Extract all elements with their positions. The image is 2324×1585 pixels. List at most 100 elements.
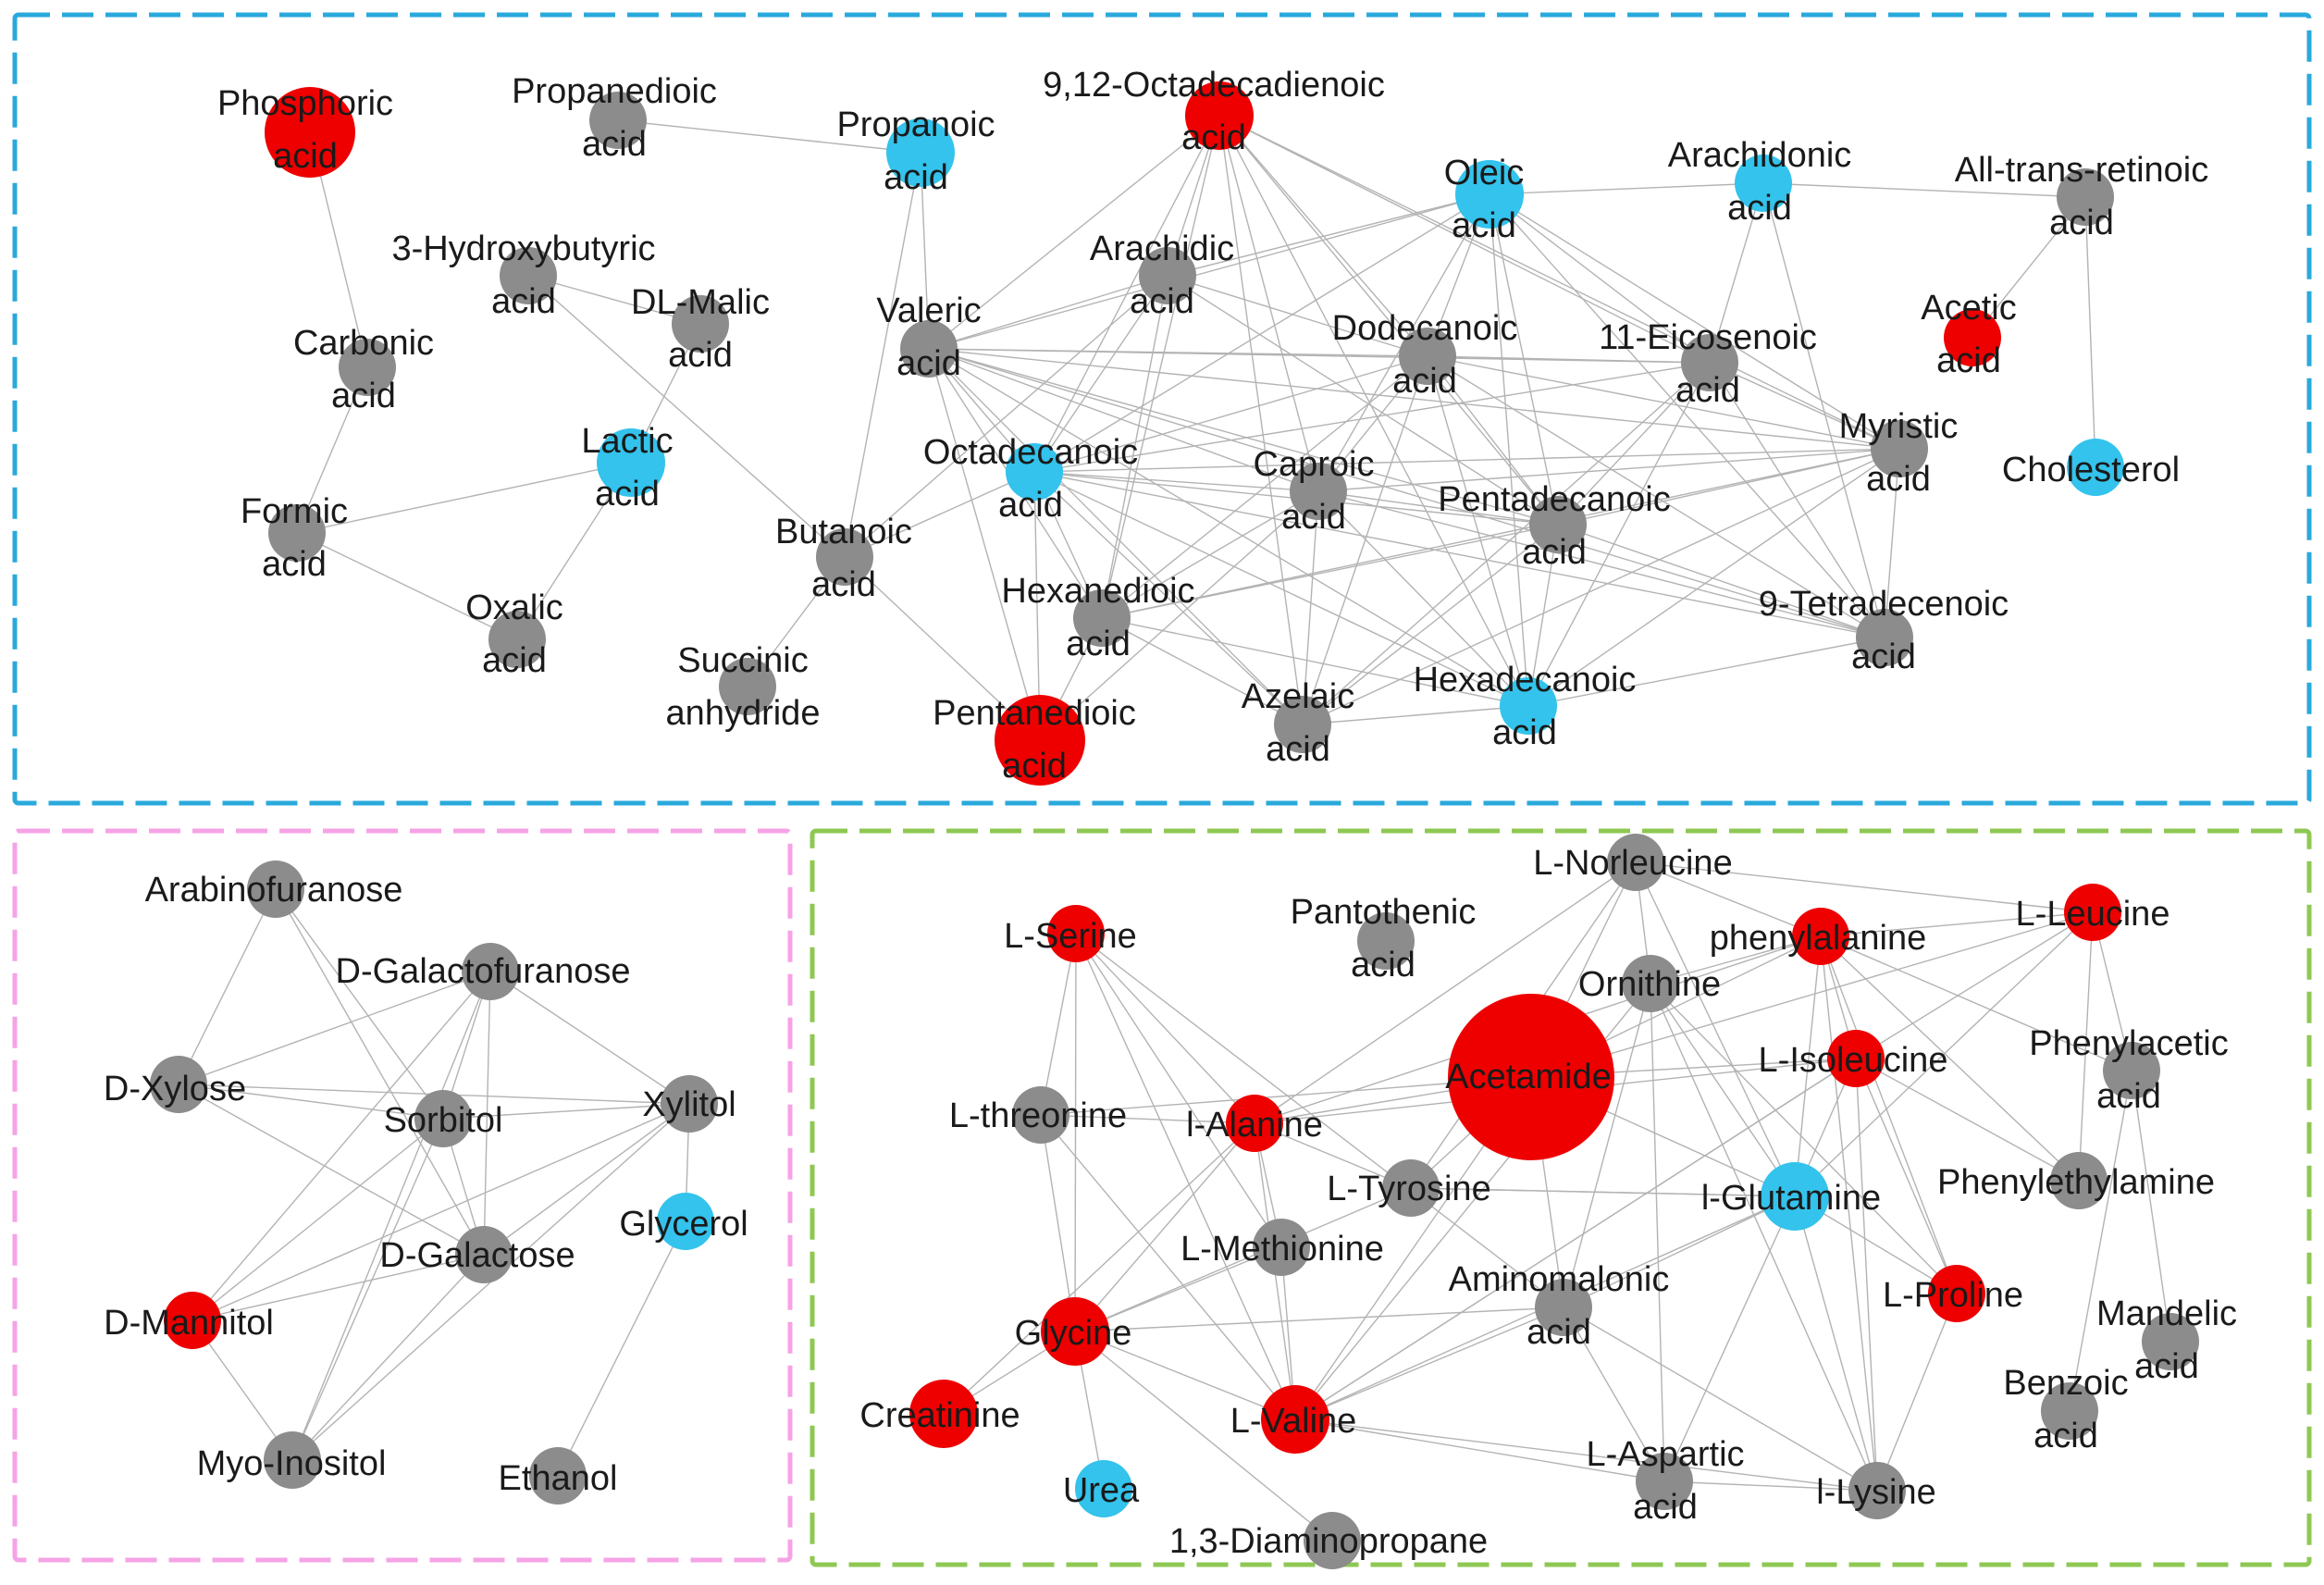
sugars-cluster-frame xyxy=(12,828,793,1563)
node-acetic[interactable] xyxy=(1944,309,2001,366)
node-ethanol[interactable] xyxy=(529,1447,587,1505)
node-phenylalanine[interactable] xyxy=(1792,908,1849,965)
node-proline[interactable] xyxy=(1928,1265,1985,1322)
node-isoleucine[interactable] xyxy=(1827,1030,1885,1087)
node-octadecanoic[interactable] xyxy=(1006,443,1063,501)
node-pantothenic[interactable] xyxy=(1357,912,1415,970)
node-valine[interactable] xyxy=(1261,1385,1329,1454)
label-serine: L-Serine xyxy=(1004,917,1137,956)
label-line-benzoic-1: acid xyxy=(2034,1417,2098,1455)
node-mannitol[interactable] xyxy=(164,1292,221,1349)
node-phenylethylamine[interactable] xyxy=(2050,1152,2108,1209)
node-butanoic[interactable] xyxy=(816,528,873,586)
node-benzoic[interactable] xyxy=(2041,1382,2098,1440)
node-hexanedioic[interactable] xyxy=(1073,589,1131,647)
edge-valeric-myristic xyxy=(928,348,1900,450)
node-tetradecenoic[interactable] xyxy=(1856,609,1913,666)
edge-glycine-diaminopropane xyxy=(1074,1331,1333,1542)
edge-caproic-hexanedioic xyxy=(1101,490,1319,619)
label-glycine: Glycine xyxy=(1015,1314,1132,1353)
edge-glycerol-ethanol xyxy=(557,1220,686,1477)
node-arachidonic[interactable] xyxy=(1735,155,1792,212)
node-diaminopropane[interactable] xyxy=(1304,1512,1361,1569)
edge-oleic-hexadecanoic xyxy=(1489,193,1529,707)
node-formic[interactable] xyxy=(268,504,326,562)
node-ornithine[interactable] xyxy=(1622,955,1679,1012)
edge-valeric-pentadecanoic xyxy=(928,348,1559,526)
node-xylose[interactable] xyxy=(150,1056,207,1113)
edge-retinoic-acetic xyxy=(1972,196,2086,339)
node-cholesterol[interactable] xyxy=(2067,439,2124,496)
node-dodecanoic[interactable] xyxy=(1399,328,1456,385)
edge-glutamine-aspartic xyxy=(1663,1195,1796,1482)
node-galactofuranose[interactable] xyxy=(462,943,519,1000)
node-urea[interactable] xyxy=(1075,1460,1132,1517)
edge-isoleucine-valine xyxy=(1294,1058,1857,1420)
node-pentadecanoic[interactable] xyxy=(1529,496,1587,553)
edge-alanine-glycine xyxy=(1074,1122,1255,1332)
node-caproic[interactable] xyxy=(1290,463,1347,520)
node-aspartic[interactable] xyxy=(1636,1453,1693,1510)
node-leucine[interactable] xyxy=(2064,884,2121,941)
node-inositol[interactable] xyxy=(264,1431,321,1489)
label-norleucine: L-Norleucine xyxy=(1533,844,1732,883)
node-tyrosine[interactable] xyxy=(1382,1159,1440,1217)
label-line-mandelic-1: acid xyxy=(2134,1347,2199,1386)
edge-acetamide-leucine xyxy=(1530,911,2094,1078)
edge-arabinofuranose-xylose xyxy=(178,888,277,1085)
node-aminomalonic[interactable] xyxy=(1535,1279,1592,1336)
node-threonine[interactable] xyxy=(1012,1086,1069,1144)
node-oxalic[interactable] xyxy=(488,611,546,668)
node-succinic[interactable] xyxy=(719,658,776,715)
node-mandelic[interactable] xyxy=(2142,1313,2199,1370)
edge-galactofuranose-xylose xyxy=(178,971,491,1085)
node-creatinine[interactable] xyxy=(909,1380,978,1448)
label-line-creatinine-0: Creatinine xyxy=(859,1396,1020,1435)
node-octadecadienoic[interactable] xyxy=(1185,81,1254,150)
node-pentanedioic[interactable] xyxy=(995,695,1085,786)
node-valeric[interactable] xyxy=(900,320,958,378)
edge-eicosenoic-hexadecanoic xyxy=(1527,362,1711,707)
node-azelaic[interactable] xyxy=(1274,696,1331,753)
node-malic[interactable] xyxy=(672,295,729,353)
node-methionine[interactable] xyxy=(1253,1219,1310,1276)
node-arabinofuranose[interactable] xyxy=(247,861,304,918)
node-lactic[interactable] xyxy=(597,428,665,497)
node-hydroxybutyric[interactable] xyxy=(500,247,557,304)
node-norleucine[interactable] xyxy=(1607,834,1664,891)
label-line-oleic-0: Oleic xyxy=(1444,154,1525,192)
node-hexadecanoic[interactable] xyxy=(1500,677,1557,735)
node-retinoic[interactable] xyxy=(2057,168,2114,226)
node-serine[interactable] xyxy=(1047,905,1105,962)
edge-aminomalonic-lysine xyxy=(1563,1306,1878,1492)
label-inositol: Myo-Inositol xyxy=(197,1444,387,1483)
node-propanedioic[interactable] xyxy=(589,92,647,149)
node-carbonic[interactable] xyxy=(339,339,396,396)
node-oleic[interactable] xyxy=(1455,160,1524,229)
edge-dodecanoic-hexadecanoic xyxy=(1427,355,1529,707)
node-phosphoric[interactable] xyxy=(265,87,355,178)
node-phenylacetic[interactable] xyxy=(2103,1042,2160,1099)
node-alanine[interactable] xyxy=(1226,1095,1283,1152)
label-line-octadecadienoic-1: acid xyxy=(1181,118,1246,157)
label-line-urea-0: Urea xyxy=(1063,1471,1140,1510)
node-sorbitol[interactable] xyxy=(414,1090,472,1147)
node-glycine[interactable] xyxy=(1041,1297,1109,1366)
label-line-galactose-0: D-Galactose xyxy=(379,1236,575,1275)
node-lysine[interactable] xyxy=(1848,1462,1906,1519)
node-eicosenoic[interactable] xyxy=(1681,334,1738,391)
label-galactofuranose: D-Galactofuranose xyxy=(336,952,631,991)
node-arachidic[interactable] xyxy=(1139,247,1196,304)
node-glycerol[interactable] xyxy=(657,1193,714,1250)
node-propanoic[interactable] xyxy=(886,118,955,187)
node-myristic[interactable] xyxy=(1871,420,1928,477)
node-xylitol[interactable] xyxy=(661,1075,718,1133)
node-acetamide[interactable] xyxy=(1448,994,1614,1160)
node-glutamine[interactable] xyxy=(1761,1162,1829,1231)
node-galactose[interactable] xyxy=(455,1226,513,1283)
